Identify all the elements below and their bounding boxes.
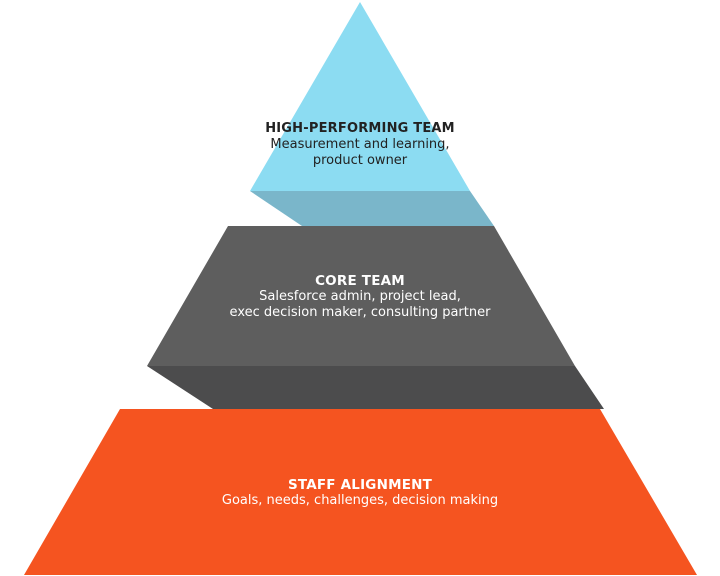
top-tier-face [250,2,470,191]
tier-description: Goals, needs, challenges, decision makin… [221,493,499,509]
top-tier-side [250,191,494,226]
bottom-tier-face [24,409,697,575]
tier-staff-alignment: STAFF ALIGNMENT Goals, needs, challenges… [120,477,600,509]
tier-description: Measurement and learning, product owner [270,136,450,168]
tier-high-performing-team: HIGH-PERFORMING TEAM Measurement and lea… [250,121,470,169]
tier-title: HIGH-PERFORMING TEAM [265,121,455,136]
middle-tier-side [147,366,604,409]
tier-description-line-1: Salesforce admin, project lead, [259,289,461,305]
tier-title: STAFF ALIGNMENT [287,477,433,493]
tier-description-line-2: exec decision maker, consulting partner [229,305,491,321]
middle-tier-face [147,226,575,366]
tier-core-team: CORE TEAM Salesforce admin, project lead… [180,273,540,321]
tier-title: CORE TEAM [315,273,405,289]
